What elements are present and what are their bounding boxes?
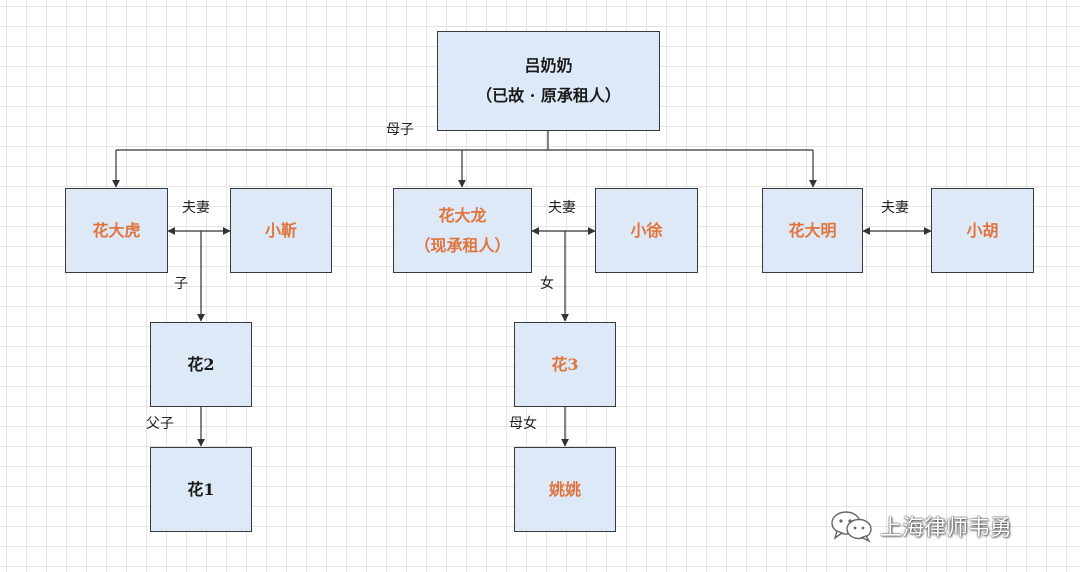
node-xiaojin-name: 小靳 [264,220,297,240]
node-dalong-note: （现承租人） [414,235,511,255]
label-mother-son: 母子 [386,122,414,138]
node-yaoyao-name: 姚姚 [548,479,581,499]
wechat-icon [831,511,872,543]
node-hua3-name: 花3 [551,354,579,374]
node-xiaoxu: 小徐 [595,188,698,273]
watermark: 上海律师韦勇 [830,508,1012,544]
node-xiaojin: 小靳 [230,188,332,273]
label-spouse-3: 夫妻 [881,200,909,216]
node-xiaoxu-name: 小徐 [630,220,663,240]
node-grandmother-name: 吕奶奶 [524,56,573,75]
watermark-text: 上海律师韦勇 [880,516,1013,541]
node-dahu: 花大虎 [65,188,168,273]
node-hua2: 花2 [150,322,252,407]
label-spouse-2: 夫妻 [548,200,576,216]
node-daming: 花大明 [762,188,863,273]
node-dahu-name: 花大虎 [92,220,141,240]
node-xiaohu: 小胡 [931,188,1034,273]
node-hua3: 花3 [514,322,616,407]
node-hua1: 花1 [150,447,252,532]
node-xiaohu-name: 小胡 [966,220,999,240]
label-spouse-1: 夫妻 [182,200,210,216]
node-grandmother: 吕奶奶 （已故 · 原承租人） [437,31,660,131]
node-dalong: 花大龙 （现承租人） [393,188,532,273]
node-dalong-name: 花大龙 [438,205,487,225]
label-daughter: 女 [540,276,554,292]
label-mother-daughter: 母女 [509,416,537,432]
node-daming-name: 花大明 [788,220,837,240]
label-father-son: 父子 [146,416,174,432]
node-hua1-name: 花1 [187,479,215,499]
node-grandmother-note: （已故 · 原承租人） [476,86,621,105]
node-hua2-name: 花2 [187,354,215,374]
label-son: 子 [174,276,188,292]
node-yaoyao: 姚姚 [514,447,616,532]
